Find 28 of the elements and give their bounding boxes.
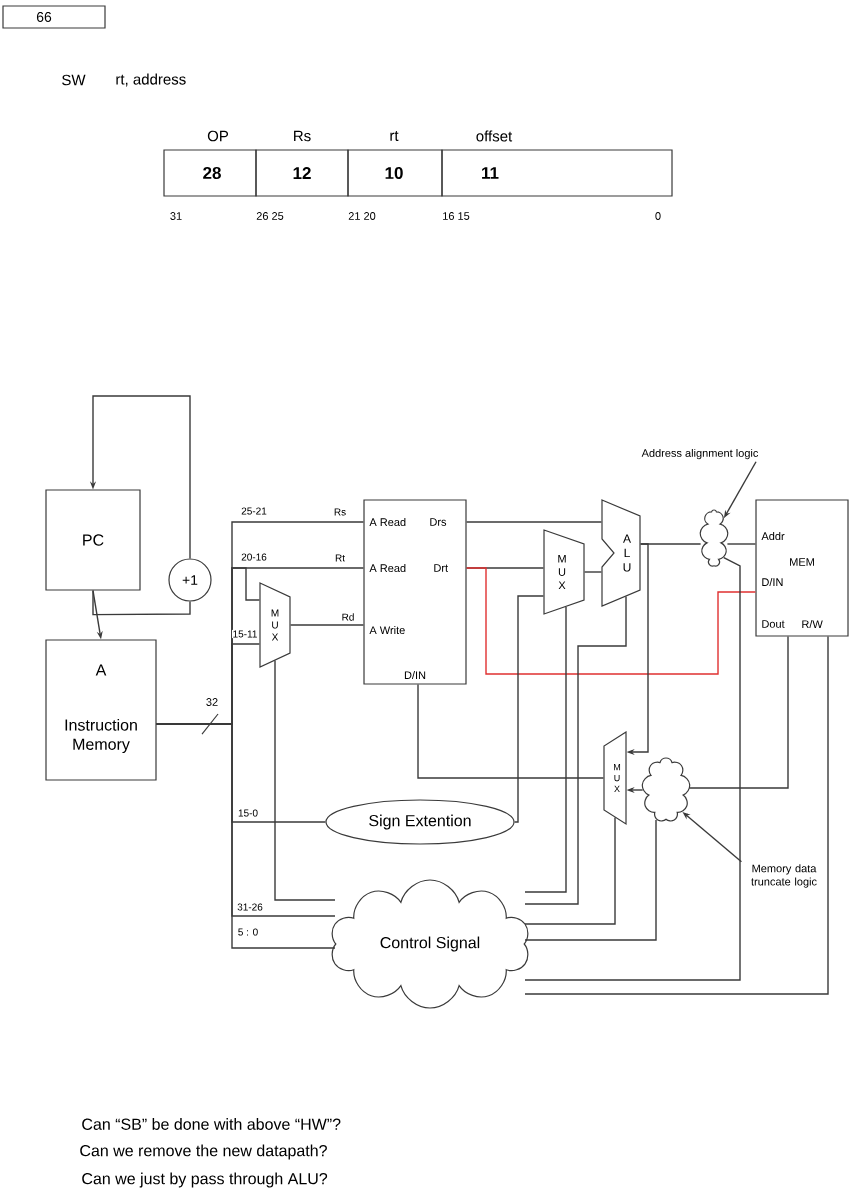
wire <box>289 624 365 626</box>
wire <box>465 567 757 675</box>
wire <box>524 819 657 941</box>
logic-cloud <box>699 509 729 567</box>
wire <box>417 683 605 779</box>
control-cloud: Control Signal <box>331 879 529 1009</box>
wire <box>513 595 545 823</box>
wire <box>524 606 567 893</box>
question-text: Can we remove the new datapath? <box>80 1144 327 1160</box>
register-box: PC <box>45 489 141 591</box>
logic-cloud <box>641 757 691 822</box>
field-cell: 10 <box>347 149 443 197</box>
question-text: Can we just by pass through ALU? <box>82 1172 328 1188</box>
wire <box>726 543 757 545</box>
field-cell: 28 <box>163 149 257 197</box>
question-text: Can “SB” be done with above “HW”? <box>82 1118 341 1130</box>
field-cell: 12 <box>255 149 349 197</box>
wire <box>688 635 789 789</box>
wire <box>92 589 191 616</box>
wire <box>524 556 741 981</box>
wire <box>524 595 627 905</box>
wire <box>465 521 603 523</box>
memory-box: A Instruction Memory <box>45 639 157 781</box>
field-cell: 11 <box>441 149 673 197</box>
wire <box>583 571 603 573</box>
wire <box>524 635 829 995</box>
wire <box>274 659 336 901</box>
wire <box>524 816 616 925</box>
